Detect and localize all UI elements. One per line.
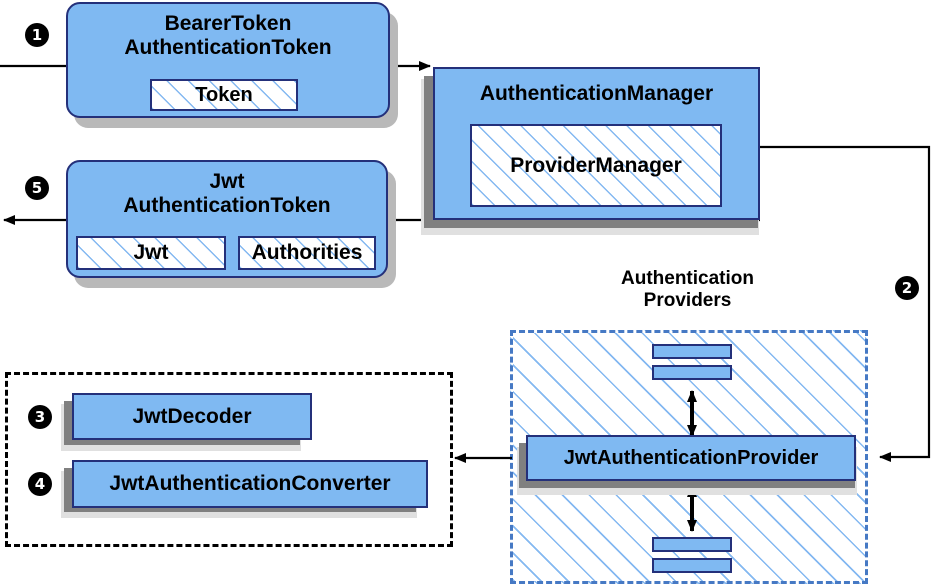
authorities-inner-label: Authorities <box>251 241 363 264</box>
jwt-authentication-converter-node[interactable]: JwtAuthenticationConverter <box>72 460 428 508</box>
step-badge-1: 1 <box>25 23 49 47</box>
step-badge-2: 2 <box>895 276 919 300</box>
other-provider-bar-bottom-2 <box>652 558 732 573</box>
step-badge-4: 4 <box>28 472 52 496</box>
step-badge-3: 3 <box>28 405 52 429</box>
step-badge-5: 5 <box>25 176 49 200</box>
jwt-decoder-node[interactable]: JwtDecoder <box>72 393 312 440</box>
jwt-authentication-token-title: Jwt AuthenticationToken <box>123 170 331 217</box>
provider-manager-label: ProviderManager <box>510 153 682 177</box>
bearer-token-inner-token-label: Token <box>195 83 253 106</box>
other-provider-bar-top-1 <box>652 344 732 359</box>
jwt-authentication-provider-label: JwtAuthenticationProvider <box>563 446 819 469</box>
jwt-support-components-container <box>5 372 453 547</box>
other-provider-bar-bottom-1 <box>652 537 732 552</box>
authentication-manager-inner-provider-manager-box: ProviderManager <box>470 124 722 207</box>
jwt-authentication-converter-label: JwtAuthenticationConverter <box>109 472 391 496</box>
jwt-authentication-provider-node[interactable]: JwtAuthenticationProvider <box>526 435 856 481</box>
bearer-token-title: BearerToken AuthenticationToken <box>124 12 332 59</box>
jwt-inner-label: Jwt <box>133 241 169 264</box>
jwt-decoder-label: JwtDecoder <box>132 404 252 428</box>
other-provider-bar-top-2 <box>652 365 732 380</box>
bearer-token-inner-token-box: Token <box>150 79 298 111</box>
jwt-authentication-token-inner-jwt-box: Jwt <box>76 236 226 270</box>
jwt-authentication-token-inner-authorities-box: Authorities <box>238 236 376 270</box>
authentication-manager-title: AuthenticationManager <box>479 82 714 105</box>
authentication-providers-label: Authentication Providers <box>621 268 754 311</box>
arrow-manager-to-providers <box>760 145 931 462</box>
